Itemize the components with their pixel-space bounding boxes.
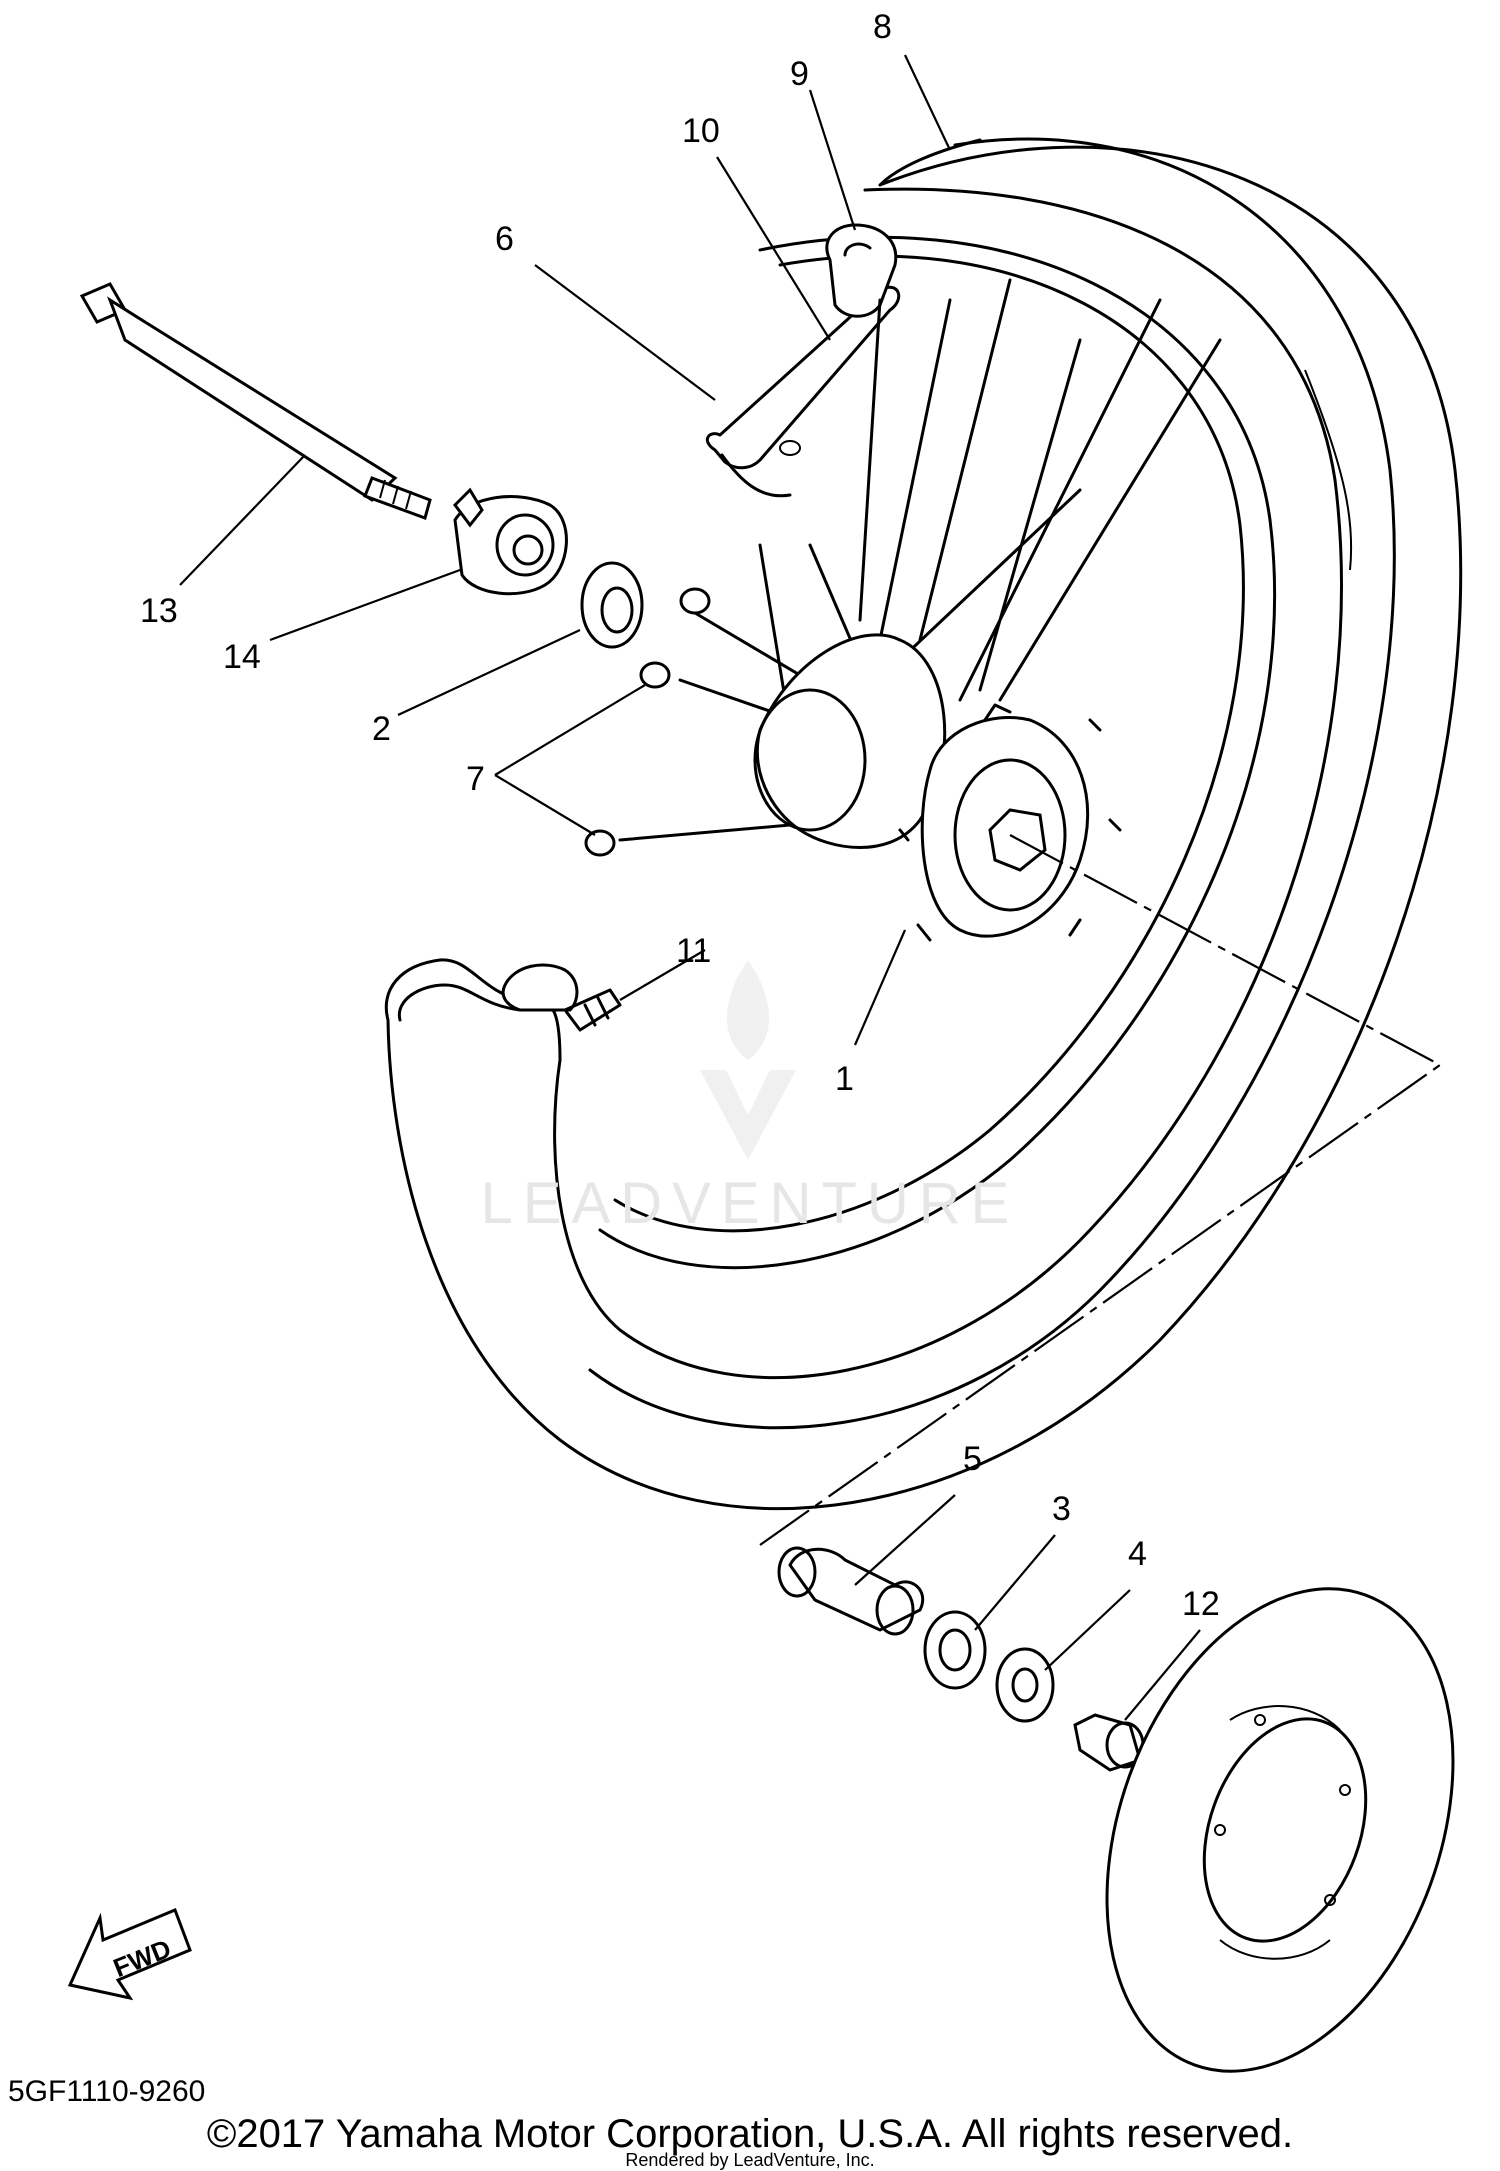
callout-10: 10	[682, 112, 720, 150]
callout-8: 8	[873, 8, 892, 46]
callout-12: 12	[1182, 1585, 1220, 1623]
watermark-logo	[700, 960, 796, 1160]
bearing-2	[580, 561, 644, 649]
callout-11: 11	[676, 932, 711, 970]
brake-disc	[1105, 1587, 1455, 2073]
callout-3: 3	[1052, 1490, 1071, 1528]
callout-7: 7	[466, 760, 485, 798]
rim	[598, 235, 1277, 1270]
watermark-text: LEADVENTURE	[480, 1171, 1020, 1236]
callout-14: 14	[223, 638, 261, 676]
callout-2: 2	[372, 710, 391, 748]
hub	[753, 633, 1122, 942]
callout-9: 9	[790, 55, 809, 93]
tube-section	[825, 223, 898, 318]
axis-line	[759, 834, 1443, 1546]
collar	[777, 1546, 925, 1636]
copyright-notice: ©2017 Yamaha Motor Corporation, U.S.A. A…	[206, 2112, 1294, 2156]
fwd-arrow-icon: FWD	[67, 1908, 192, 2001]
part-code: 5GF1110-9260	[8, 2075, 206, 2108]
valve	[501, 963, 622, 1032]
rendered-by-note: Rendered by LeadVenture, Inc.	[625, 2150, 875, 2170]
speedometer-gear	[453, 487, 568, 596]
collar-12	[1073, 1713, 1145, 1772]
bearing-3	[923, 1610, 987, 1690]
callout-labels: 8 9 10 6 11 13 14 2 7 1 5 3 4 12	[140, 8, 1220, 1623]
callout-6: 6	[495, 220, 514, 258]
callout-4: 4	[1128, 1535, 1147, 1573]
leader-lines	[179, 54, 1201, 1721]
tire	[384, 137, 1463, 1511]
callout-1: 1	[835, 1060, 854, 1098]
spoke-nipples	[584, 587, 711, 857]
axle	[79, 282, 432, 520]
callout-13: 13	[140, 592, 178, 630]
oil-seal	[995, 1647, 1055, 1723]
callout-5: 5	[963, 1440, 982, 1478]
